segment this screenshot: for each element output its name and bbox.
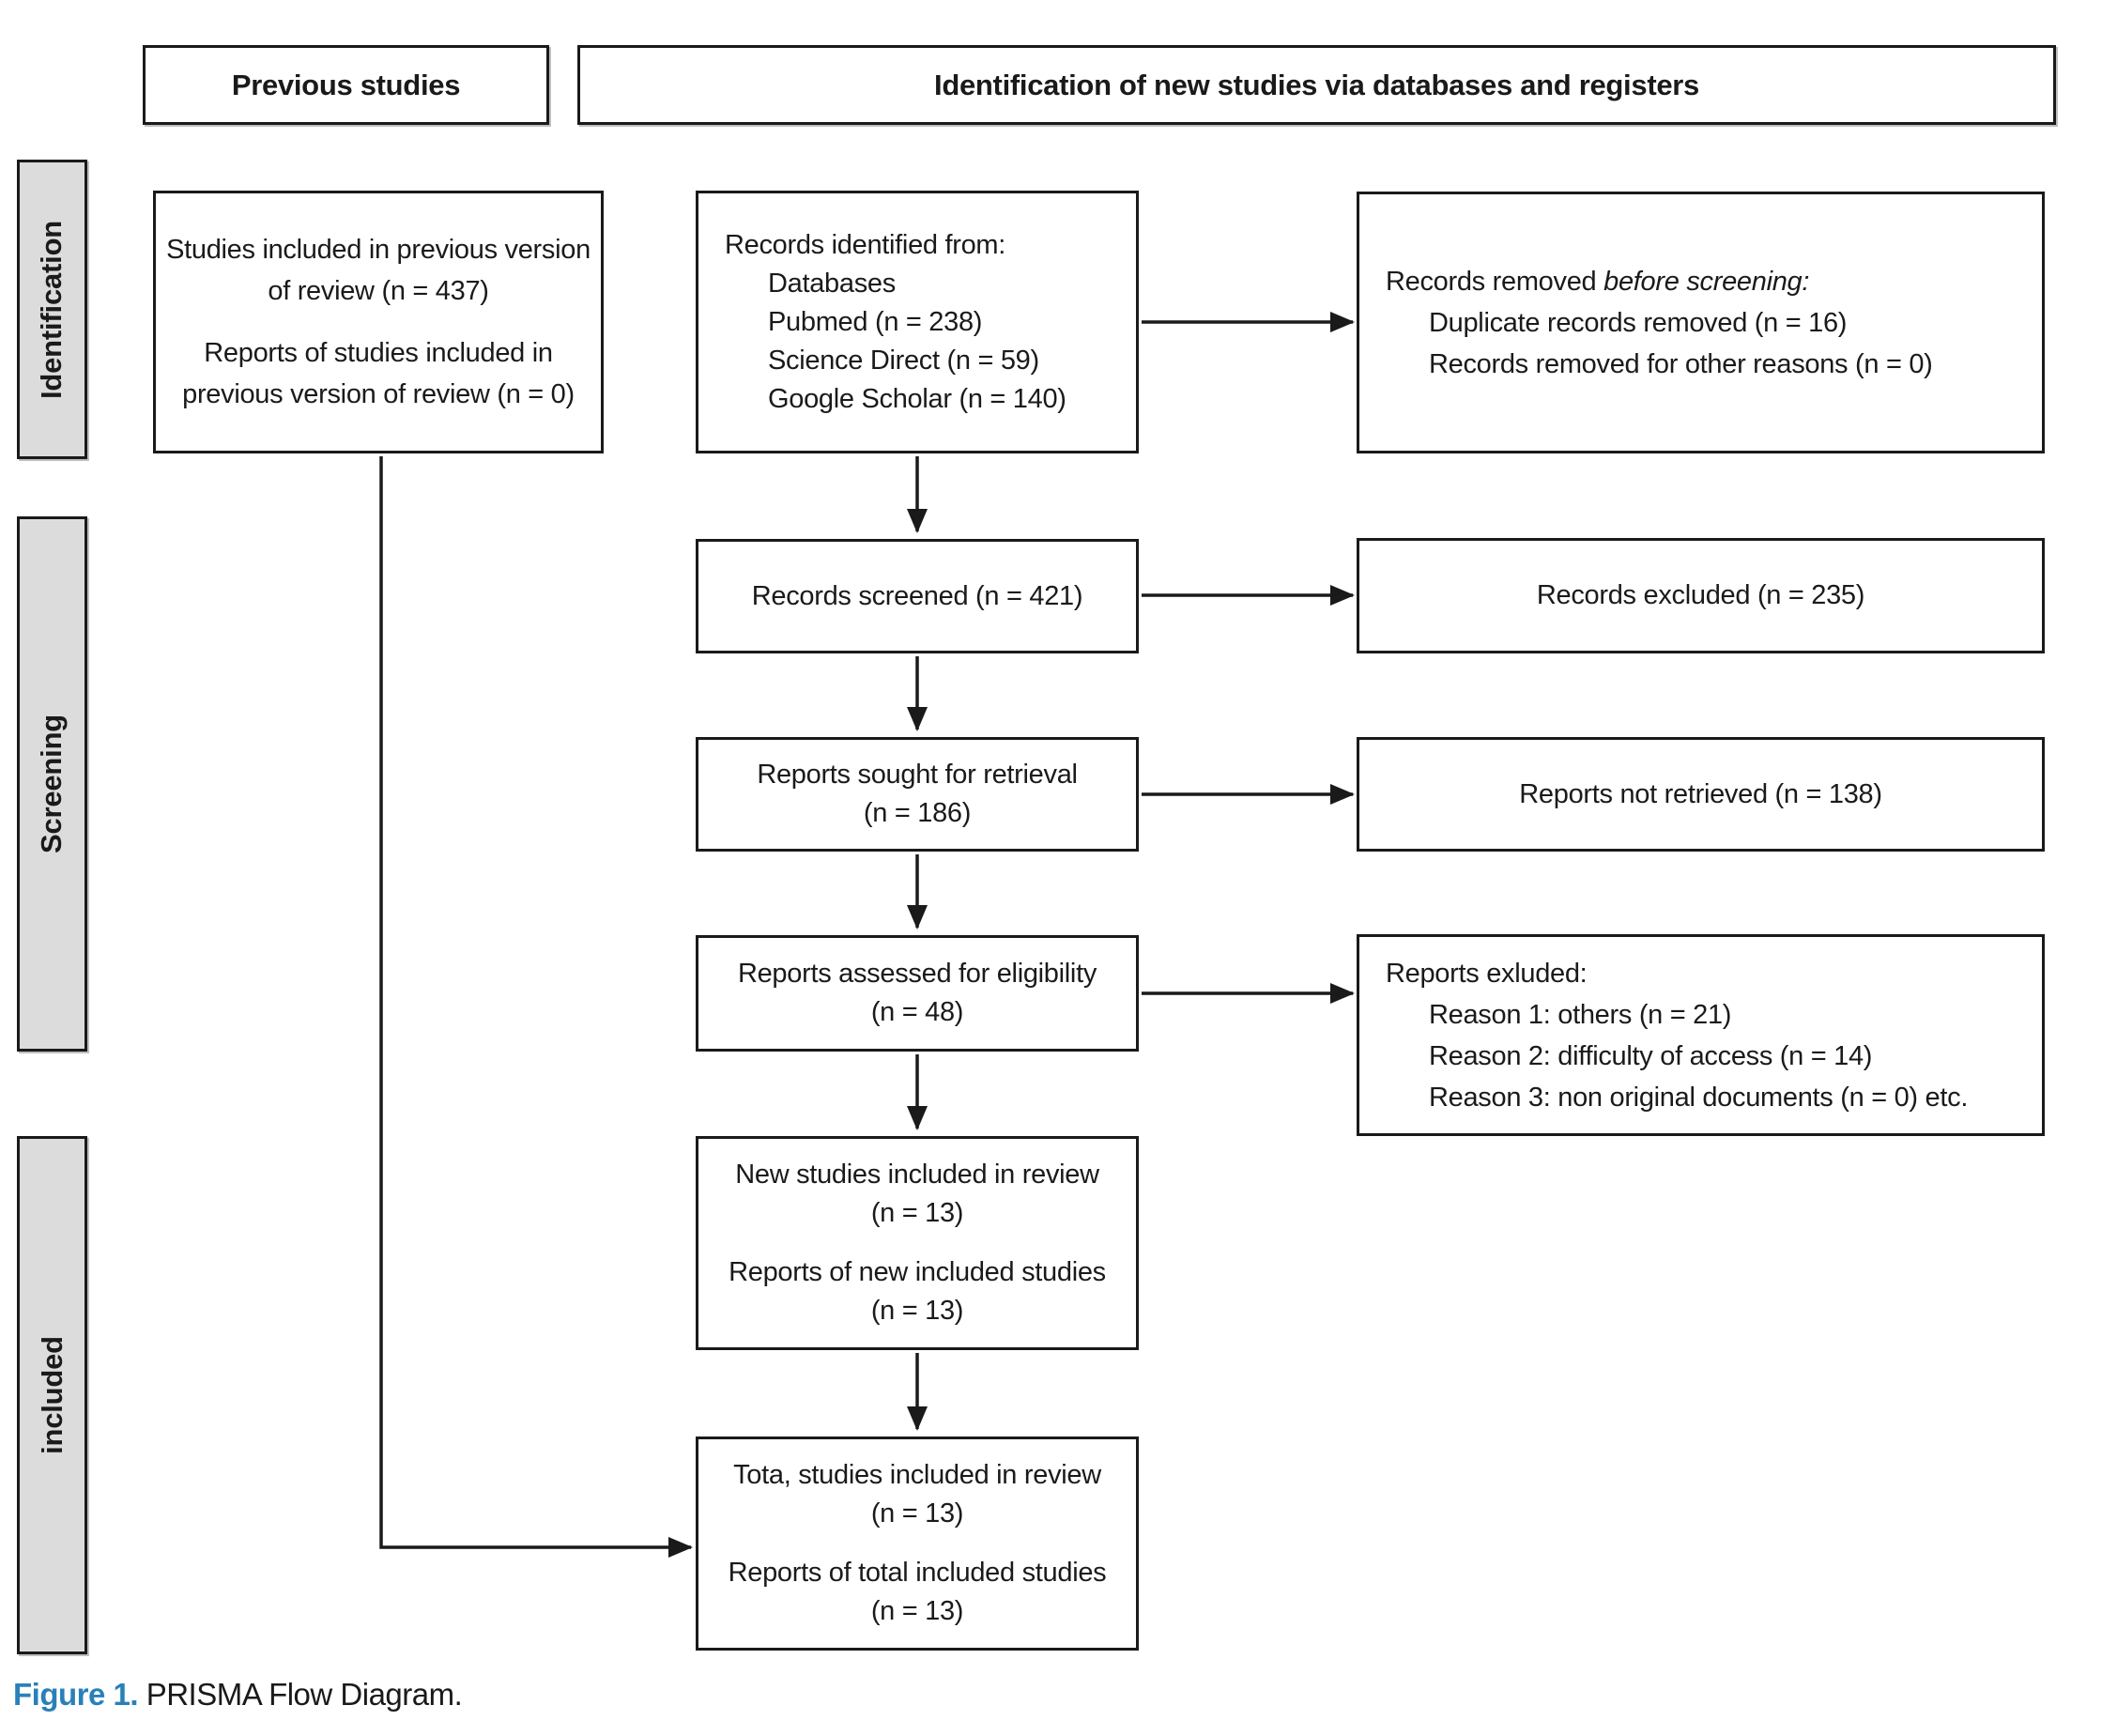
new-studies-para1-line2: (n = 13) bbox=[870, 1198, 964, 1228]
box-records-screened: Records screened (n = 421) bbox=[696, 539, 1139, 653]
reports-sought-line1: Reports sought for retrieval bbox=[757, 760, 1078, 790]
total-studies-para1-line2: (n = 13) bbox=[870, 1498, 964, 1529]
new-studies-para2-line1: Reports of new included studies bbox=[729, 1257, 1106, 1287]
figure-caption-label: Figure 1. bbox=[13, 1677, 139, 1712]
reports-excluded-reason: Reason 3: non original documents (n = 0)… bbox=[1429, 1082, 1969, 1113]
records-removed-title: Records removed before screening: bbox=[1386, 261, 2033, 302]
box-previous-studies: Studies included in previous version of … bbox=[153, 191, 604, 453]
figure-caption: Figure 1. PRISMA Flow Diagram. bbox=[13, 1677, 463, 1713]
box-records-excluded: Records excluded (n = 235) bbox=[1357, 538, 2045, 653]
new-studies-para1: New studies included in review (n = 13) bbox=[735, 1156, 1099, 1233]
box-new-studies-included: New studies included in review (n = 13) … bbox=[696, 1136, 1139, 1350]
reports-excluded-title: Reports exluded: bbox=[1386, 958, 1588, 989]
reports-excluded-reason: Reason 2: difficulty of access (n = 14) bbox=[1429, 1040, 1873, 1071]
records-excluded-label: Records excluded (n = 235) bbox=[1536, 580, 1865, 610]
box-total-studies-included: Tota, studies included in review (n = 13… bbox=[696, 1436, 1139, 1651]
stage-bar-included: included bbox=[17, 1136, 87, 1654]
records-removed-title-italic: before screening: bbox=[1603, 266, 1810, 297]
box-reports-not-retrieved: Reports not retrieved (n = 138) bbox=[1357, 737, 2045, 852]
previous-studies-para2: Reports of studies included in previous … bbox=[182, 338, 575, 409]
stage-bar-screening: Screening bbox=[17, 516, 87, 1052]
header-previous-studies: Previous studies bbox=[143, 45, 549, 125]
header-previous-studies-label: Previous studies bbox=[231, 69, 461, 101]
records-removed-item: Duplicate records removed (n = 16) bbox=[1429, 307, 1848, 338]
records-identified-item: Pubmed (n = 238) bbox=[768, 306, 983, 337]
box-records-identified: Records identified from: Databases Pubme… bbox=[696, 191, 1139, 453]
box-reports-assessed: Reports assessed for eligibility (n = 48… bbox=[696, 935, 1139, 1052]
header-new-studies: Identification of new studies via databa… bbox=[577, 45, 2056, 125]
total-studies-para2: Reports of total included studies (n = 1… bbox=[729, 1554, 1107, 1631]
stage-label-identification: Identification bbox=[35, 220, 69, 399]
total-studies-para2-line2: (n = 13) bbox=[870, 1596, 964, 1626]
reports-not-retrieved-label: Reports not retrieved (n = 138) bbox=[1519, 778, 1882, 809]
figure-caption-text: PRISMA Flow Diagram. bbox=[138, 1677, 463, 1712]
records-identified-item: Databases bbox=[768, 268, 896, 299]
total-studies-para2-line1: Reports of total included studies bbox=[728, 1558, 1107, 1588]
reports-assessed-line1: Reports assessed for eligibility bbox=[737, 959, 1097, 989]
records-removed-title-prefix: Records removed bbox=[1386, 266, 1604, 297]
stage-bar-identification: Identification bbox=[17, 160, 87, 459]
new-studies-para2-line2: (n = 13) bbox=[870, 1296, 964, 1326]
previous-studies-para1: Studies included in previous version of … bbox=[166, 235, 591, 306]
stage-label-screening: Screening bbox=[35, 714, 69, 854]
reports-assessed-line2: (n = 48) bbox=[870, 997, 964, 1027]
box-reports-sought: Reports sought for retrieval (n = 186) bbox=[696, 737, 1139, 852]
records-identified-item: Science Direct (n = 59) bbox=[768, 345, 1039, 376]
records-removed-item: Records removed for other reasons (n = 0… bbox=[1429, 348, 1933, 379]
stage-label-included: included bbox=[35, 1336, 69, 1454]
box-records-removed: Records removed before screening: Duplic… bbox=[1357, 192, 2045, 453]
records-identified-title: Records identified from: bbox=[725, 229, 1006, 260]
records-identified-item: Google Scholar (n = 140) bbox=[768, 383, 1066, 414]
box-reports-excluded: Reports exluded: Reason 1: others (n = 2… bbox=[1357, 934, 2045, 1136]
reports-excluded-reason: Reason 1: others (n = 21) bbox=[1429, 999, 1732, 1030]
reports-sought-line2: (n = 186) bbox=[863, 798, 972, 828]
header-new-studies-label: Identification of new studies via databa… bbox=[934, 69, 1699, 101]
total-studies-para1: Tota, studies included in review (n = 13… bbox=[733, 1456, 1101, 1533]
new-studies-para1-line1: New studies included in review bbox=[735, 1160, 1099, 1190]
arrow-previous-to-total bbox=[379, 456, 693, 1558]
new-studies-para2: Reports of new included studies (n = 13) bbox=[729, 1253, 1106, 1330]
records-screened-label: Records screened (n = 421) bbox=[751, 580, 1083, 611]
total-studies-para1-line1: Tota, studies included in review bbox=[733, 1460, 1101, 1490]
